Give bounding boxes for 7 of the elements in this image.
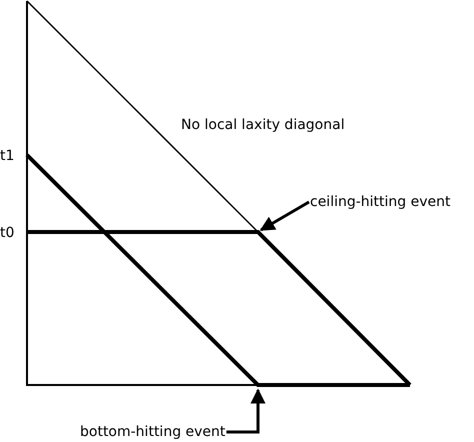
event-label: ceiling-hitting event	[310, 194, 451, 210]
diagonal-label: No local laxity diagonal	[181, 117, 345, 133]
leader-arrow	[226, 388, 266, 434]
leader-arrow	[260, 200, 310, 232]
axis-tick-label: t1	[0, 148, 14, 164]
axis-tick-label: t0	[0, 225, 14, 241]
event-label: bottom-hitting event	[80, 424, 226, 440]
